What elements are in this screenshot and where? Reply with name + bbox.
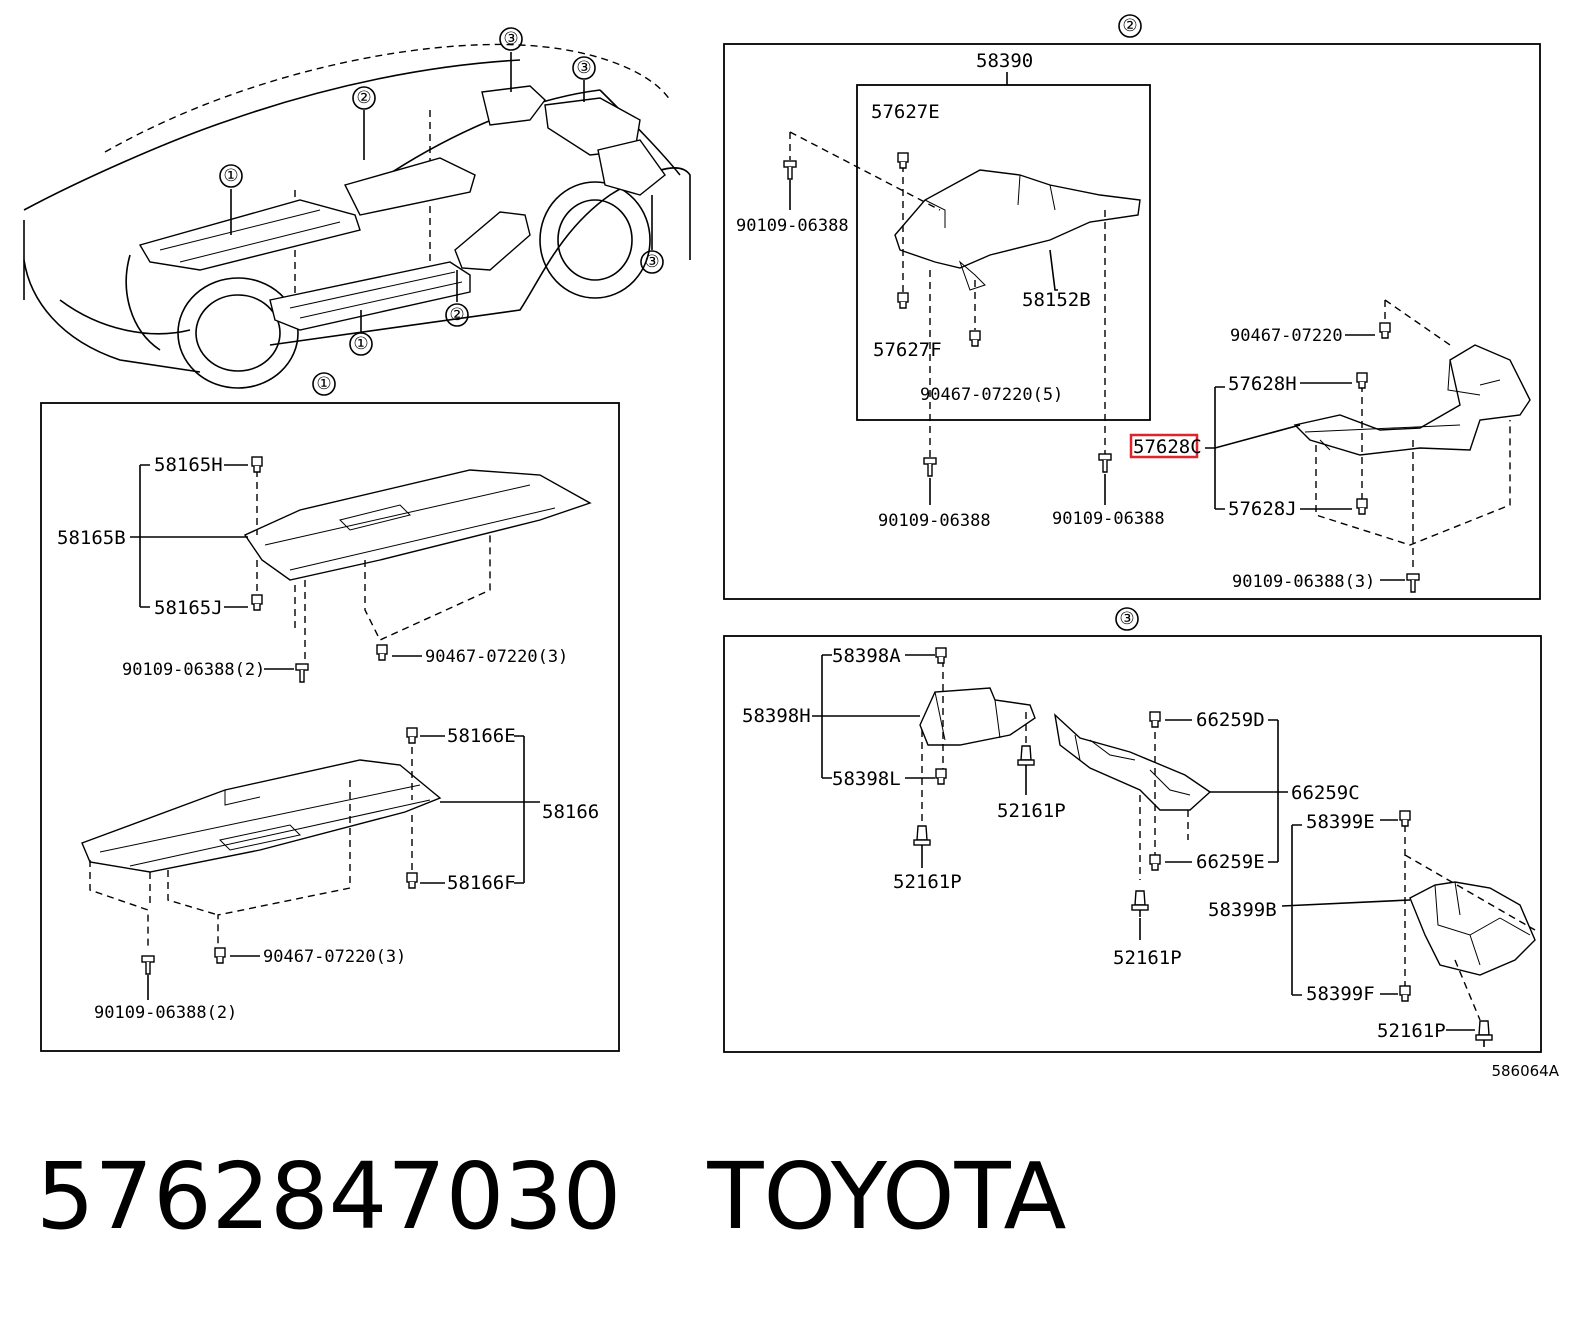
label-66259D: 66259D xyxy=(1196,709,1265,731)
group-2-header: ② xyxy=(1118,14,1142,38)
callout-2-marker: ② xyxy=(352,86,376,110)
brand-name: TOYOTA xyxy=(707,1143,1067,1250)
group-1-panel: ① 58165H 58165B 58165J 90109-06388(2) 90… xyxy=(40,372,620,1052)
group-1-frame xyxy=(40,402,620,1052)
callout-3-marker: ③ xyxy=(499,27,523,51)
svg-text:③: ③ xyxy=(503,29,518,49)
label-58390: 58390 xyxy=(976,50,1033,72)
label-66259C: 66259C xyxy=(1291,782,1360,804)
label-57628J: 57628J xyxy=(1228,498,1297,520)
under-cover-lower xyxy=(81,759,442,873)
svg-text:②: ② xyxy=(449,305,464,325)
label-52161P-2: 52161P xyxy=(893,871,962,893)
label-90109-right: 90109-06388(3) xyxy=(1232,572,1375,592)
label-58399F: 58399F xyxy=(1306,983,1375,1005)
svg-text:②: ② xyxy=(1122,16,1137,36)
diagram-code: 586064A xyxy=(1491,1062,1559,1080)
label-58398A: 58398A xyxy=(832,645,901,667)
group-1-header: ① xyxy=(312,372,336,396)
label-90109-lower: 90109-06388(2) xyxy=(94,1003,237,1023)
svg-text:①: ① xyxy=(353,334,368,354)
svg-text:③: ③ xyxy=(1119,609,1134,629)
label-90467-upper: 90467-07220(3) xyxy=(425,647,568,667)
label-58166E: 58166E xyxy=(447,725,516,747)
callout-3-marker: ③ xyxy=(640,250,664,274)
bracket-58390 xyxy=(894,169,1141,269)
parts-diagram: ③ ③ ③ ② ② ① ① ① 58165H 58165B 58165J 901… xyxy=(23,14,1560,1080)
label-58399B: 58399B xyxy=(1208,899,1277,921)
label-58398H: 58398H xyxy=(742,705,811,727)
label-58166: 58166 xyxy=(542,801,599,823)
label-52161P-4: 52161P xyxy=(1377,1020,1446,1042)
car-overview: ③ ③ ③ ② ② ① ① xyxy=(23,27,691,389)
footer-caption: 5762847030 TOYOTA xyxy=(36,1142,1067,1252)
label-90109-upper-left: 90109-06388 xyxy=(736,216,849,236)
group-3-frame xyxy=(723,635,1542,1053)
label-58166F: 58166F xyxy=(447,872,516,894)
callout-1-marker: ① xyxy=(349,332,373,356)
cover-57628C xyxy=(1293,344,1531,456)
label-66259E: 66259E xyxy=(1196,851,1265,873)
svg-text:②: ② xyxy=(356,88,371,108)
svg-text:①: ① xyxy=(316,374,331,394)
part-58398H xyxy=(919,687,1036,746)
label-52161P-3: 52161P xyxy=(1113,947,1182,969)
group-3-panel: ③ 58398A 58398H 58398L 52161P 52161P 662… xyxy=(723,607,1542,1053)
callout-3-marker: ③ xyxy=(572,56,596,80)
part-66259C xyxy=(1053,713,1212,811)
label-57627F: 57627F xyxy=(873,339,942,361)
label-58399E: 58399E xyxy=(1306,811,1375,833)
label-52161P-1: 52161P xyxy=(997,800,1066,822)
under-cover-upper xyxy=(243,469,592,581)
label-57628H: 57628H xyxy=(1228,373,1297,395)
part-number: 5762847030 xyxy=(36,1143,622,1250)
label-58398L: 58398L xyxy=(832,768,901,790)
label-90109-lower-left: 90109-06388 xyxy=(878,511,991,531)
part-58399B xyxy=(1409,881,1536,976)
group-3-header: ③ xyxy=(1115,607,1139,631)
label-57627E: 57627E xyxy=(871,101,940,123)
label-90467-right: 90467-07220 xyxy=(1230,326,1343,346)
label-90467-lower: 90467-07220(3) xyxy=(263,947,406,967)
svg-text:③: ③ xyxy=(644,252,659,272)
label-90109-lower-mid: 90109-06388 xyxy=(1052,509,1165,529)
label-58152B: 58152B xyxy=(1022,289,1091,311)
group-2-panel: ② 58390 57627E 90109-06388 58152B 57627F… xyxy=(723,14,1541,600)
label-90109-upper: 90109-06388(2) xyxy=(122,660,265,680)
highlight-57628C xyxy=(1129,433,1199,459)
group-2-frame xyxy=(723,43,1541,600)
callout-1-marker: ① xyxy=(219,164,243,188)
label-58165H: 58165H xyxy=(154,454,223,476)
callout-2-marker: ② xyxy=(445,303,469,327)
svg-text:①: ① xyxy=(223,166,238,186)
label-58165B: 58165B xyxy=(57,527,126,549)
label-90467-inner: 90467-07220(5) xyxy=(920,385,1063,405)
label-57628C[interactable]: 57628C xyxy=(1133,436,1202,458)
label-58165J: 58165J xyxy=(154,597,223,619)
assembly-58390-frame xyxy=(856,84,1151,421)
svg-text:③: ③ xyxy=(576,58,591,78)
